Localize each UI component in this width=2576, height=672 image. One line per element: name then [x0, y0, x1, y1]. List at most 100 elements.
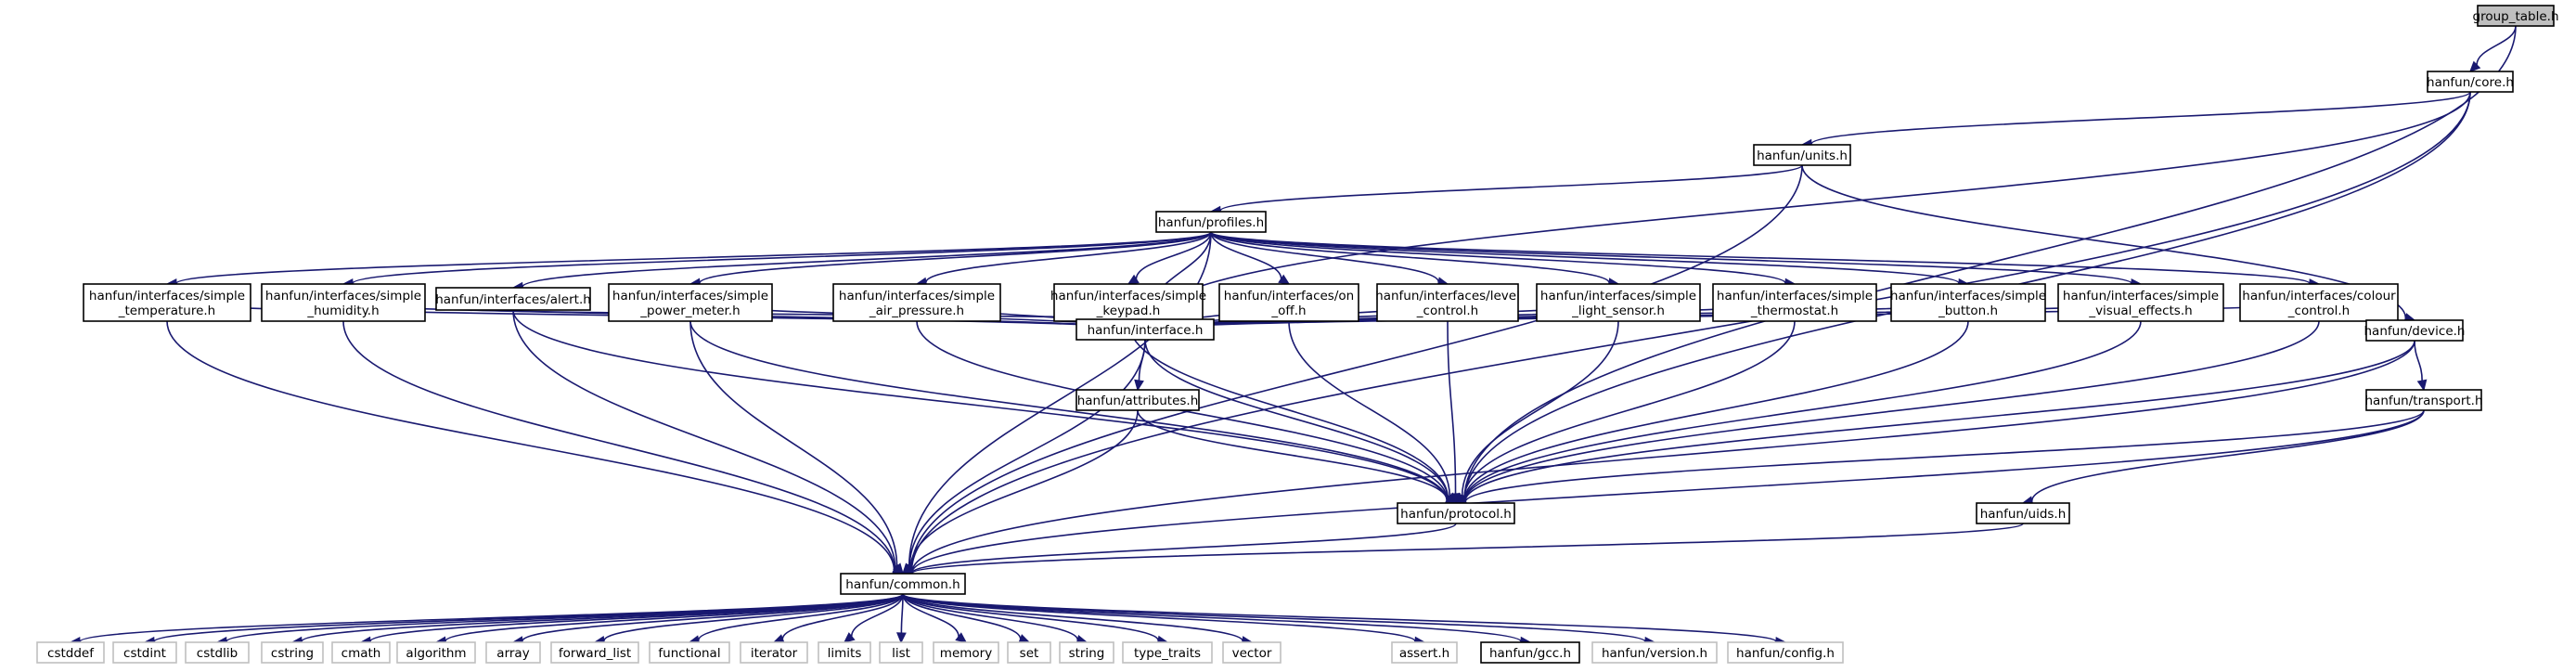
edge-units-to-profiles — [1209, 164, 1803, 216]
node-cstddef: cstddef — [36, 641, 105, 664]
edge-alert-to-common — [512, 309, 905, 575]
node-simple-thermostat[interactable]: hanfun/interfaces/simple_thermostat.h — [1712, 283, 1877, 322]
node-group-table[interactable]: group_table.h — [2473, 5, 2559, 27]
node-label: hanfun/transport.h — [2364, 394, 2482, 408]
edge-device-to-common — [901, 340, 2415, 577]
edge-common-to-version — [902, 593, 1656, 647]
edge-group_table-to-core — [2468, 25, 2517, 73]
node-iterator: iterator — [740, 641, 808, 664]
node-simple-temperature[interactable]: hanfun/interfaces/simple_temperature.h — [83, 283, 251, 322]
node-simple-power-meter[interactable]: hanfun/interfaces/simple_power_meter.h — [608, 283, 773, 322]
node-forward-list: forward_list — [550, 641, 639, 664]
node-label: cstdint — [123, 646, 166, 661]
node-label: list — [892, 646, 910, 661]
edge-simple_keypad-to-protocol — [1127, 320, 1458, 504]
node-label: group_table.h — [2473, 9, 2559, 24]
node-label: _humidity.h — [306, 304, 379, 318]
node-simple-humidity[interactable]: hanfun/interfaces/simple_humidity.h — [261, 283, 426, 322]
node-label: hanfun/config.h — [1736, 646, 1835, 661]
node-alert[interactable]: hanfun/interfaces/alert.h — [435, 287, 591, 311]
node-label: hanfun/interfaces/colour — [2242, 289, 2396, 304]
node-attributes[interactable]: hanfun/attributes.h — [1075, 389, 1200, 411]
edges-layer — [69, 25, 2517, 647]
node-label: hanfun/core.h — [2427, 75, 2514, 90]
node-cmath: cmath — [331, 641, 391, 664]
node-label: hanfun/profiles.h — [1158, 215, 1264, 230]
node-simple-visual-effects[interactable]: hanfun/interfaces/simple_visual_effects.… — [2057, 283, 2224, 322]
node-level-control[interactable]: hanfun/interfaces/level_control.h — [1375, 283, 1520, 322]
node-limits: limits — [818, 641, 871, 664]
node-label: set — [1020, 646, 1039, 661]
node-cstdint: cstdint — [112, 641, 177, 664]
node-label: _off.h — [1270, 304, 1306, 318]
node-core[interactable]: hanfun/core.h — [2427, 71, 2514, 93]
node-label: _air_pressure.h — [869, 304, 964, 318]
node-label: hanfun/common.h — [845, 577, 960, 592]
node-label: hanfun/gcc.h — [1489, 646, 1571, 661]
node-version: hanfun/version.h — [1591, 641, 1718, 664]
node-label: _button.h — [1938, 304, 1998, 318]
node-label: hanfun/interfaces/simple — [612, 289, 768, 304]
node-label: _keypad.h — [1096, 304, 1161, 318]
edge-device-to-transport — [2414, 340, 2428, 392]
node-simple-air-pressure[interactable]: hanfun/interfaces/simple_air_pressure.h — [832, 283, 1001, 322]
node-on-off[interactable]: hanfun/interfaces/on_off.h — [1218, 283, 1359, 322]
edge-common-to-limits — [843, 593, 904, 643]
node-uids[interactable]: hanfun/uids.h — [1976, 502, 2070, 524]
node-label: iterator — [751, 646, 798, 661]
node-label: hanfun/attributes.h — [1077, 394, 1199, 408]
node-protocol[interactable]: hanfun/protocol.h — [1397, 502, 1515, 524]
node-label: hanfun/interfaces/simple — [839, 289, 995, 304]
node-label: hanfun/interfaces/simple — [89, 289, 245, 304]
node-label: string — [1069, 646, 1105, 661]
edge-common-to-iterator — [772, 593, 904, 644]
node-units[interactable]: hanfun/units.h — [1753, 144, 1851, 166]
node-transport[interactable]: hanfun/transport.h — [2364, 389, 2483, 411]
edge-simple_temperature-to-common — [166, 320, 905, 575]
edge-simple_power_meter-to-common — [689, 320, 904, 575]
node-label: forward_list — [559, 646, 631, 661]
edge-profiles-to-colour_control — [1210, 231, 2321, 289]
node-label: cstdlib — [197, 646, 238, 661]
node-list: list — [879, 641, 923, 664]
edge-alert-to-protocol — [512, 309, 1458, 507]
node-label: hanfun/interfaces/simple — [1050, 289, 1206, 304]
node-label: cstring — [271, 646, 314, 661]
node-simple-button[interactable]: hanfun/interfaces/simple_button.h — [1890, 283, 2046, 322]
node-label: hanfun/interfaces/simple — [1890, 289, 2046, 304]
node-label: cmath — [341, 646, 381, 661]
nodes-layer: group_table.h hanfun/core.h hanfun/units.h… — [36, 5, 2559, 664]
node-colour-control[interactable]: hanfun/interfaces/colour_control.h — [2239, 283, 2399, 322]
node-label: algorithm — [406, 646, 466, 661]
node-gcc[interactable]: hanfun/gcc.h — [1480, 641, 1580, 664]
node-label: hanfun/interfaces/simple — [2063, 289, 2219, 304]
node-assert: assert.h — [1391, 641, 1458, 664]
edge-simple_humidity-to-common — [342, 320, 905, 575]
node-cstring: cstring — [261, 641, 324, 664]
node-interface[interactable]: hanfun/interface.h — [1075, 318, 1215, 341]
node-label: limits — [828, 646, 862, 661]
node-label: hanfun/uids.h — [1980, 507, 2067, 522]
node-cstdlib: cstdlib — [185, 641, 250, 664]
node-config: hanfun/config.h — [1727, 641, 1844, 664]
node-label: hanfun/interfaces/level — [1375, 289, 1520, 304]
node-algorithm: algorithm — [396, 641, 476, 664]
node-label: hanfun/interfaces/simple — [1540, 289, 1696, 304]
node-memory: memory — [933, 641, 999, 664]
edge-profiles-to-simple_temperature — [165, 231, 1212, 289]
node-device[interactable]: hanfun/device.h — [2364, 319, 2466, 342]
node-label: _thermostat.h — [1750, 304, 1838, 318]
node-label: _power_meter.h — [639, 304, 740, 318]
edge-common-to-gcc — [902, 593, 1532, 647]
node-common[interactable]: hanfun/common.h — [840, 573, 966, 595]
edge-common-to-memory — [902, 593, 968, 643]
node-simple-light-sensor[interactable]: hanfun/interfaces/simple_light_sensor.h — [1536, 283, 1701, 322]
node-label: hanfun/version.h — [1602, 646, 1707, 661]
edge-simple_visual_effects-to-protocol — [1454, 320, 2142, 506]
node-label: array — [496, 646, 529, 661]
node-simple-keypad[interactable]: hanfun/interfaces/simple_keypad.h — [1050, 283, 1206, 322]
edge-interface-to-common — [901, 339, 1146, 575]
node-label: memory — [940, 646, 992, 661]
node-profiles[interactable]: hanfun/profiles.h — [1155, 211, 1267, 233]
